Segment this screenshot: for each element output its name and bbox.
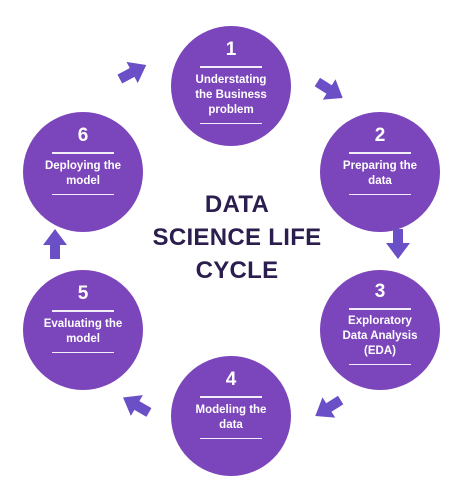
diagram-title: DATA SCIENCE LIFE CYCLE	[112, 188, 362, 287]
stage-3-circle: 3 Exploratory Data Analysis (EDA)	[320, 270, 440, 390]
stage-1-circle: 1 Understating the Business problem	[171, 26, 291, 146]
divider	[52, 193, 114, 195]
stage-6-circle: 6 Deploying the model	[23, 112, 143, 232]
stage-number: 1	[225, 39, 237, 60]
divider	[349, 193, 411, 195]
divider	[52, 351, 114, 353]
stage-number: 5	[77, 283, 89, 304]
arrow-right-icon	[309, 390, 347, 426]
divider	[349, 152, 411, 154]
divider	[200, 66, 262, 68]
arrow-right-icon	[117, 387, 155, 423]
title-line: DATA	[204, 191, 270, 218]
stage-label: Preparing the data	[342, 159, 418, 187]
divider	[349, 363, 411, 365]
stage-number: 3	[374, 281, 386, 302]
divider	[52, 310, 114, 312]
stage-label: Deploying the model	[44, 159, 122, 187]
stage-4-circle: 4 Modeling the data	[171, 356, 291, 476]
title-line: CYCLE	[195, 257, 279, 284]
stage-number: 6	[77, 125, 89, 146]
divider	[52, 152, 114, 154]
divider	[200, 437, 262, 439]
arrow-right-icon	[386, 229, 410, 259]
stage-number: 4	[225, 369, 237, 390]
divider	[200, 122, 262, 124]
divider	[200, 396, 262, 398]
arrow-right-icon	[311, 72, 349, 108]
stage-label: Evaluating the model	[43, 317, 123, 345]
stage-label: Exploratory Data Analysis (EDA)	[342, 314, 418, 357]
stage-number: 2	[374, 125, 386, 146]
stage-label: Understating the Business problem	[195, 73, 267, 116]
title-line: SCIENCE LIFE	[152, 224, 322, 251]
arrow-right-icon	[114, 54, 152, 89]
stage-5-circle: 5 Evaluating the model	[23, 270, 143, 390]
arrow-right-icon	[43, 229, 67, 259]
stage-2-circle: 2 Preparing the data	[320, 112, 440, 232]
divider	[349, 308, 411, 310]
stage-label: Modeling the data	[195, 403, 267, 431]
